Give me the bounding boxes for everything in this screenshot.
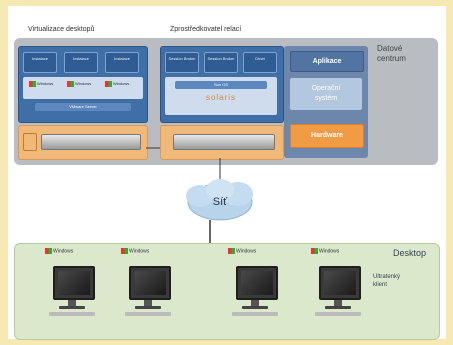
os-label-line1: Operační [311, 85, 341, 92]
pc-windows-label: Windows [311, 248, 339, 254]
keyboard-icon [232, 312, 278, 316]
vm-box-2: Instalace [64, 52, 98, 73]
windows-row: Windows Windows Windows [23, 77, 143, 99]
thin-client-pc-4: Windows [311, 248, 369, 318]
thin-client-label: Ultratenký klient [373, 273, 400, 289]
keyboard-icon [49, 312, 95, 316]
datacenter-label-line2: centrum [377, 54, 406, 63]
monitor-icon [53, 266, 95, 300]
session-broker-heading: Zprostředkovatel relací [170, 26, 242, 33]
vd-hardware-strip [18, 125, 148, 160]
vd-server-icon [41, 134, 141, 150]
desktop-panel: Desktop Ultratenký klient Windows Window… [14, 243, 440, 340]
keyboard-icon [125, 312, 171, 316]
vmware-server-bar: VMware Server [35, 103, 131, 111]
vmware-server-label: VMware Server [69, 104, 97, 109]
thin-client-pc-3: Windows [228, 248, 286, 318]
network-label: Síť [212, 196, 228, 208]
windows-flag-icon [67, 81, 74, 87]
monitor-icon [319, 266, 361, 300]
datacenter-label-line1: Datové [377, 44, 403, 53]
pc-windows-label: Windows [45, 248, 73, 254]
windows-flag-icon [228, 248, 235, 254]
monitor-icon [129, 266, 171, 300]
keyboard-icon [315, 312, 361, 316]
windows-label-3: Windows [105, 81, 129, 87]
applications-box: Aplikace [290, 51, 364, 72]
broker-box-3: Dtnet [243, 52, 277, 73]
sun-os-bar: Sun OS [175, 81, 267, 89]
thin-client-line1: Ultratenký [373, 274, 401, 280]
application-stack: Aplikace Operační systém Hardware [284, 46, 368, 158]
solaris-logo: solaris [205, 93, 237, 102]
vm-box-3: Instalace [105, 52, 139, 73]
session-broker-block: Session Broker Session Broker Dtnet Sun … [160, 46, 284, 123]
os-label-line2: systém [314, 95, 338, 102]
hardware-box: Hardware [290, 124, 364, 148]
desktop-label: Desktop [393, 248, 427, 258]
windows-flag-icon [45, 248, 52, 254]
windows-flag-icon [311, 248, 318, 254]
virtualization-heading: Virtualizace desktopů [28, 26, 95, 33]
vm-box-1: Instalace [23, 52, 57, 73]
broker-server-icon [173, 134, 275, 150]
server-bay-icon [23, 133, 37, 151]
broker-hardware-strip [160, 125, 284, 160]
thin-client-pc-2: Windows [121, 248, 179, 318]
thin-client-line2: klient [373, 282, 388, 288]
operating-system-box: Operační systém [290, 78, 362, 110]
thin-client-pc-1: Windows [45, 248, 103, 318]
pc-windows-label: Windows [121, 248, 149, 254]
solaris-area: Sun OS solaris [165, 77, 277, 115]
virtual-desktops-block: Instalace Instalace Instalace Windows Wi… [18, 46, 148, 123]
windows-label-1: Windows [29, 81, 53, 87]
pc-windows-label: Windows [228, 248, 256, 254]
datacenter-label: Datové centrum [377, 44, 406, 64]
windows-flag-icon [105, 81, 112, 87]
monitor-icon [236, 266, 278, 300]
windows-flag-icon [121, 248, 128, 254]
windows-label-2: Windows [67, 81, 91, 87]
windows-flag-icon [29, 81, 36, 87]
broker-box-1: Session Broker [165, 52, 199, 73]
broker-box-2: Session Broker [204, 52, 238, 73]
